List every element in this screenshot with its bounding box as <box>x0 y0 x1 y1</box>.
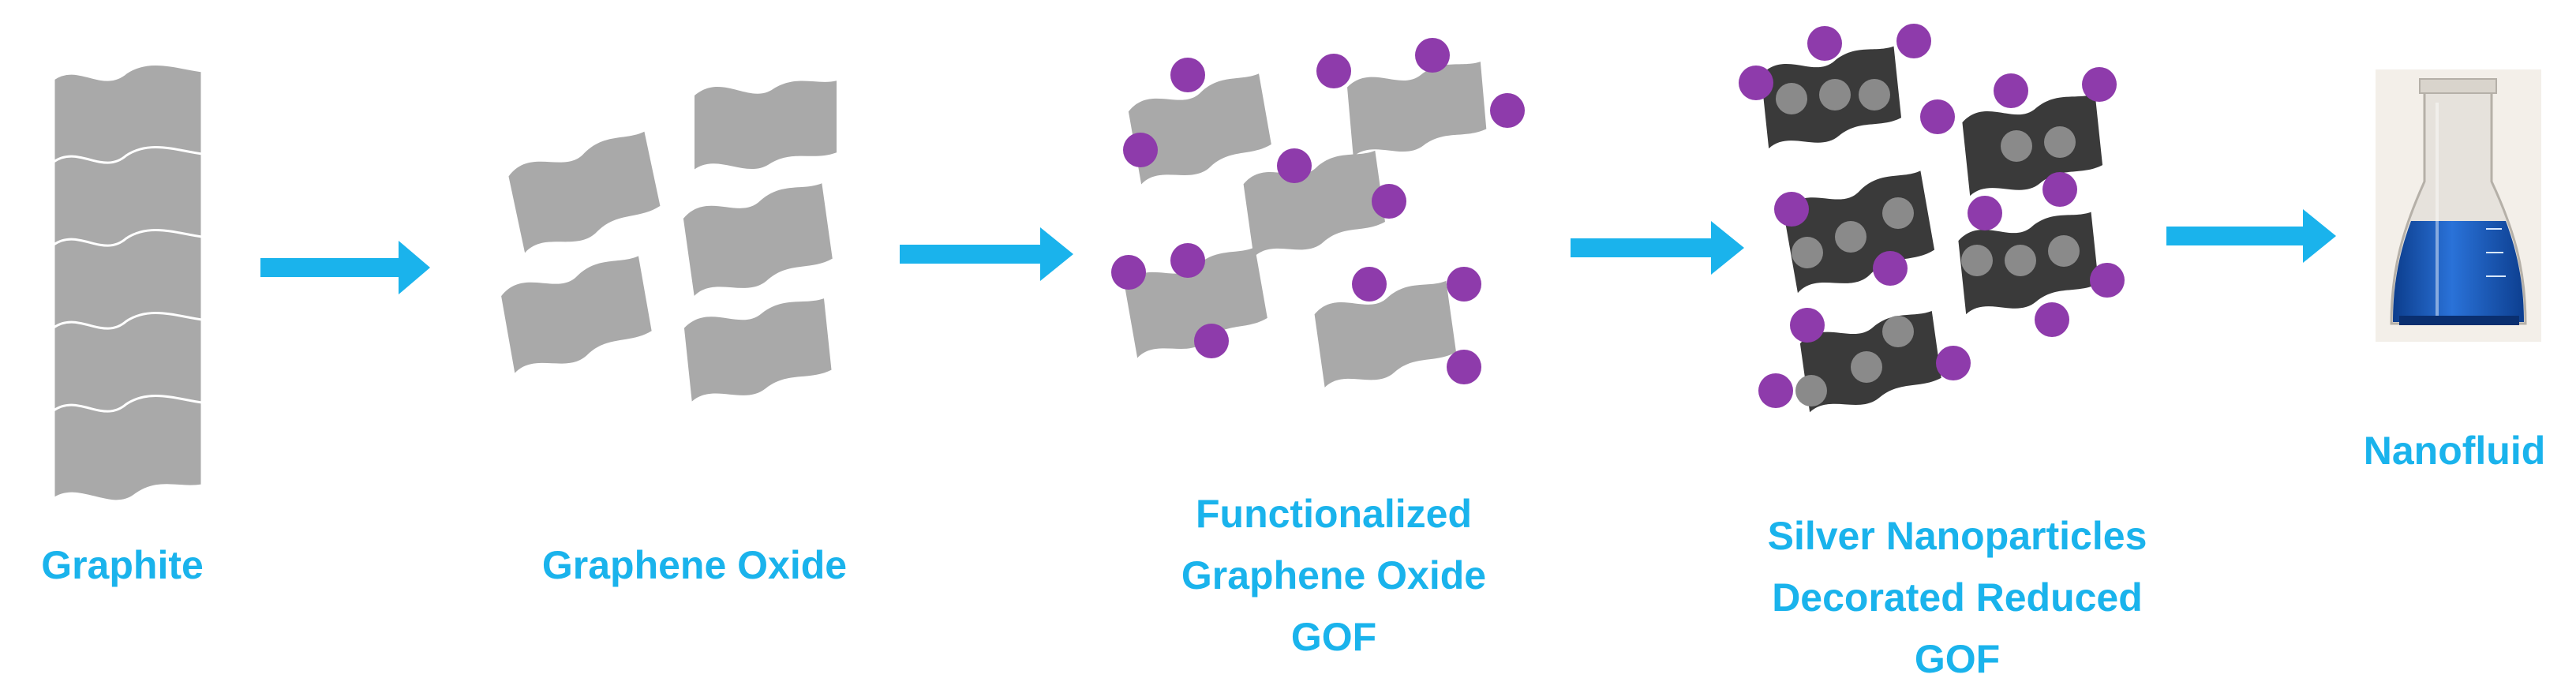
label-nanofluid: Nanofluid <box>2336 420 2573 481</box>
label-line: Decorated Reduced <box>1772 575 2143 620</box>
graphite-stack <box>52 63 204 503</box>
label-line: Graphite <box>41 543 204 587</box>
functionalized-go-sheets <box>1121 62 1488 388</box>
label-line: GOF <box>1290 615 1377 659</box>
label-line: Nanofluid <box>2363 429 2546 473</box>
label-line: Graphene Oxide <box>541 543 848 587</box>
label-line: Silver Nanoparticles <box>1767 514 2147 558</box>
label-line: Functionalized <box>1196 492 1472 536</box>
arrow-2 <box>900 227 1073 281</box>
label-line: Graphene Oxide <box>1181 553 1487 597</box>
arrow-1 <box>260 241 430 294</box>
silver-nanoparticles <box>1776 79 2080 406</box>
functional-group-particles <box>1111 38 1525 384</box>
functional-group-particles-2 <box>1739 24 2125 408</box>
label-graphene-oxide: Graphene Oxide <box>497 534 892 596</box>
graphene-oxide-sheets <box>498 81 837 402</box>
label-line: GOF <box>1914 637 2001 681</box>
flask-icon <box>2376 69 2541 342</box>
arrow-3 <box>1571 221 1744 275</box>
label-silver-decorated-gof: Silver Nanoparticles Decorated Reduced G… <box>1720 505 2194 690</box>
label-functionalized-graphene-oxide: Functionalized Graphene Oxide GOF <box>1129 483 1539 668</box>
label-graphite: Graphite <box>0 534 245 596</box>
arrow-4 <box>2166 209 2336 263</box>
